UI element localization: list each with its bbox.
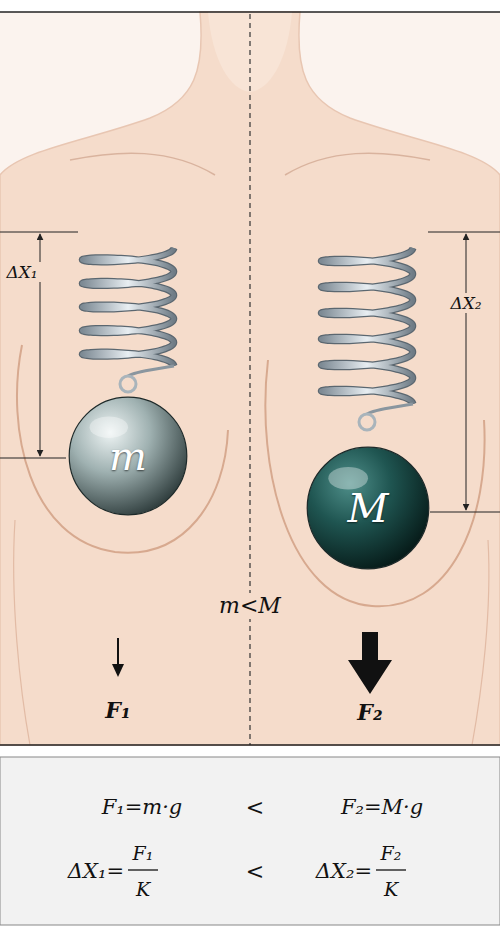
comparison-label: m<M: [216, 593, 284, 619]
fraction-bar: [376, 869, 406, 870]
clavicle-line: [285, 153, 430, 175]
fraction-denominator: K: [136, 879, 150, 900]
dimension-line: [466, 234, 467, 510]
force-arrow: [112, 664, 124, 677]
fraction-numerator: F₂: [381, 843, 402, 864]
frame-line: [0, 11, 500, 13]
force-label: F₁: [105, 698, 130, 722]
spring: [321, 248, 413, 430]
clavicle-line: [70, 153, 215, 175]
formula: ΔX₂=: [316, 860, 372, 883]
spring-coil: [82, 248, 174, 366]
symmetry-line: [249, 14, 250, 745]
formula: ΔX₁=: [68, 860, 124, 883]
dimension-tick: [0, 458, 66, 459]
spring-ring: [120, 376, 136, 392]
dimension-tick: [0, 232, 78, 233]
spring-coil: [128, 366, 174, 376]
force-label: F₂: [357, 700, 382, 724]
breast-outline: [265, 360, 484, 606]
spring-coil: [82, 248, 174, 366]
fraction-bar: [128, 869, 158, 870]
mass-ball: M: [306, 446, 430, 570]
torso-outline: [0, 12, 500, 745]
dimension-tick: [428, 232, 500, 233]
spring-coil: [321, 248, 413, 404]
force-arrow-large: [348, 632, 392, 694]
dimension-tick: [430, 512, 500, 513]
comparison-sign: <: [246, 860, 264, 884]
panel-ground: [0, 12, 500, 745]
fraction-denominator: K: [384, 879, 398, 900]
formula-panel: [0, 757, 500, 925]
force-arrow: [117, 638, 119, 668]
mass-symbol: m: [109, 436, 147, 476]
dimension-label: ΔX₂: [447, 293, 484, 314]
formula: F₁=m·g: [102, 796, 183, 819]
frame-line: [0, 744, 500, 746]
fraction-numerator: F₁: [133, 843, 154, 864]
dimension-label: ΔX₁: [3, 262, 40, 283]
spring-coil: [321, 248, 413, 404]
spring: [82, 248, 174, 392]
mass-symbol: M: [348, 488, 389, 528]
breast-outline: [17, 345, 228, 553]
waist-line: [14, 520, 30, 745]
formula: F₂=M·g: [341, 796, 423, 819]
waist-line: [472, 540, 489, 745]
spring-ring: [359, 414, 375, 430]
spring-coil: [367, 404, 413, 414]
mass-ball: m: [68, 396, 188, 516]
comparison-sign: <: [246, 796, 264, 820]
